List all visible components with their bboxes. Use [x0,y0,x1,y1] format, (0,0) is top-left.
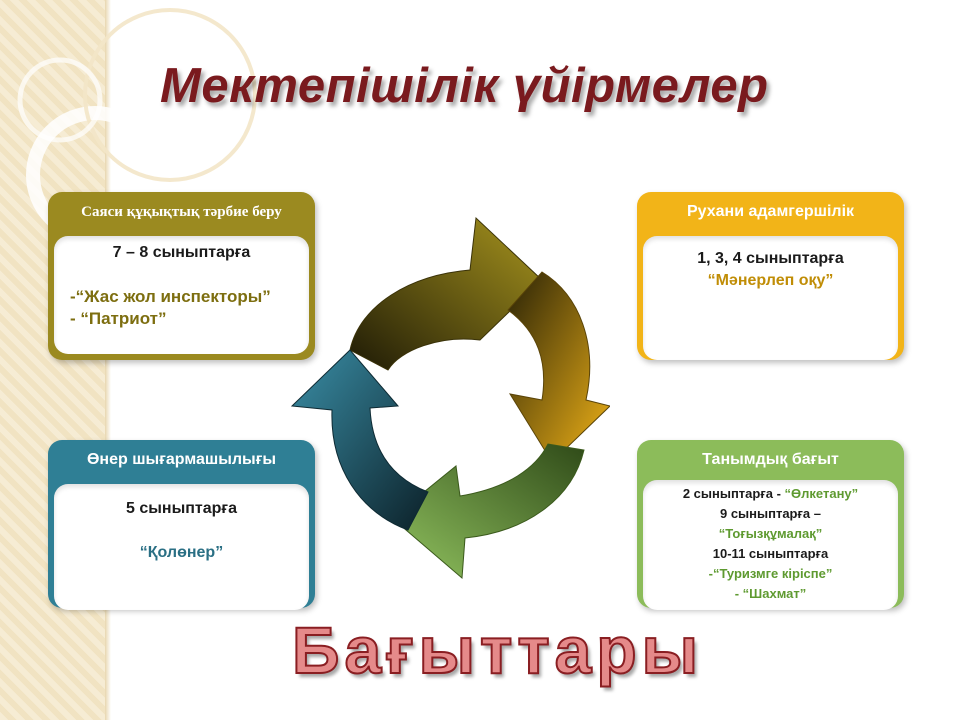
cycle-arrows-diagram [290,216,610,580]
arrow-left-teal [290,349,429,531]
card-line: - “Патриот” [70,309,167,328]
card-header: Өнер шығармашылығы [86,451,277,468]
card-header: Рухани адамгершілік [686,203,855,220]
card-line: 9 сыныптарға – [719,506,821,521]
card-line: 7 – 8 сыныптарға [112,244,251,261]
card-line: -“Жас жол инспекторы” [70,287,271,306]
arrow-top-olive [349,216,543,371]
card-cognitive: Танымдық бағыт 2 сыныптарға - “Өлкетану”… [637,440,904,610]
card-header: Танымдық бағыт [702,451,839,468]
card-line: 5 сыныптарға [126,500,237,517]
card-line: “Тоғызқұмалақ” [718,526,823,541]
card-body: 1, 3, 4 сыныптарға “Мәнерлеп оқу” [643,236,898,360]
footer-directions-word: Бағыттары [291,612,704,688]
card-line: -“Туризмге кіріспе” [708,566,833,581]
card-spiritual-moral: Рухани адамгершілік 1, 3, 4 сыныптарға “… [637,192,904,360]
card-political-legal: Саяси құқықтық тәрбие беру 7 – 8 сыныпта… [48,192,315,360]
card-header: Саяси құқықтық тәрбие беру [81,203,282,220]
card-body: 5 сыныптарға “Қолөнер” [54,484,309,610]
card-body: 2 сыныптарға - “Өлкетану” 9 сыныптарға –… [643,480,898,610]
card-line: “Мәнерлеп оқу” [707,272,834,289]
page-title: Мектепішілік үйірмелер [160,59,769,113]
card-line: 10-11 сыныптарға [712,546,829,561]
arrow-bottom-green [391,443,585,580]
card-line: - “Шахмат” [734,586,807,601]
card-line: “Қолөнер” [139,544,224,561]
card-line-part: “Өлкетану” [784,486,859,501]
arrow-right-gold [507,271,610,463]
left-strip-edge [105,0,111,720]
card-line-blank [54,520,309,542]
card-line-part: 2 сыныптарға - [682,486,785,501]
card-body: 7 – 8 сыныптарға -“Жас жол инспекторы” -… [54,236,309,354]
card-art-creativity: Өнер шығармашылығы 5 сыныптарға “Қолөнер… [48,440,315,610]
card-line-blank [54,264,309,286]
card-line: 1, 3, 4 сыныптарға [697,250,844,267]
card-line: 2 сыныптарға - “Өлкетану” [643,484,898,504]
